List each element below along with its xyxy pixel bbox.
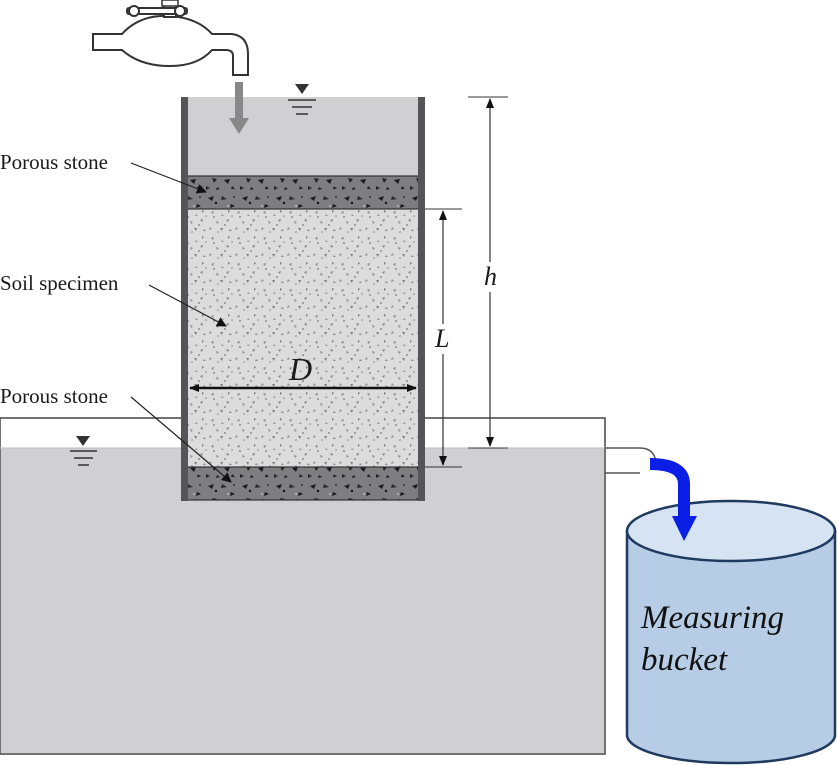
water-tap-icon bbox=[92, 0, 249, 76]
soil-specimen-label: Soil specimen bbox=[0, 271, 119, 295]
permeameter-column bbox=[181, 97, 425, 501]
column-wall-right bbox=[418, 97, 425, 501]
dimension-h-label: h bbox=[484, 262, 497, 291]
porous-stone-top-label: Porous stone bbox=[0, 150, 108, 174]
soil-specimen bbox=[186, 209, 419, 467]
porous-stone-bottom bbox=[185, 466, 422, 501]
outflow-pipe bbox=[605, 447, 657, 474]
flow-arrow-icon bbox=[649, 458, 697, 541]
porous-stone-bottom-label: Porous stone bbox=[0, 384, 108, 408]
column-wall-left bbox=[181, 97, 188, 501]
dimension-l-label: L bbox=[434, 324, 449, 353]
bucket-label-line2: bucket bbox=[641, 642, 728, 678]
bucket-label-line1: Measuring bbox=[640, 600, 784, 636]
callout-leaders bbox=[130, 162, 232, 483]
inflow-arrow-icon bbox=[229, 82, 249, 134]
porous-stone-top bbox=[185, 175, 422, 210]
dimension-h bbox=[468, 96, 508, 449]
water-level-triangle-icon bbox=[70, 436, 97, 466]
dimension-l bbox=[425, 208, 462, 468]
dimension-d-label: D bbox=[288, 351, 312, 387]
water-level-triangle-icon bbox=[288, 84, 316, 115]
